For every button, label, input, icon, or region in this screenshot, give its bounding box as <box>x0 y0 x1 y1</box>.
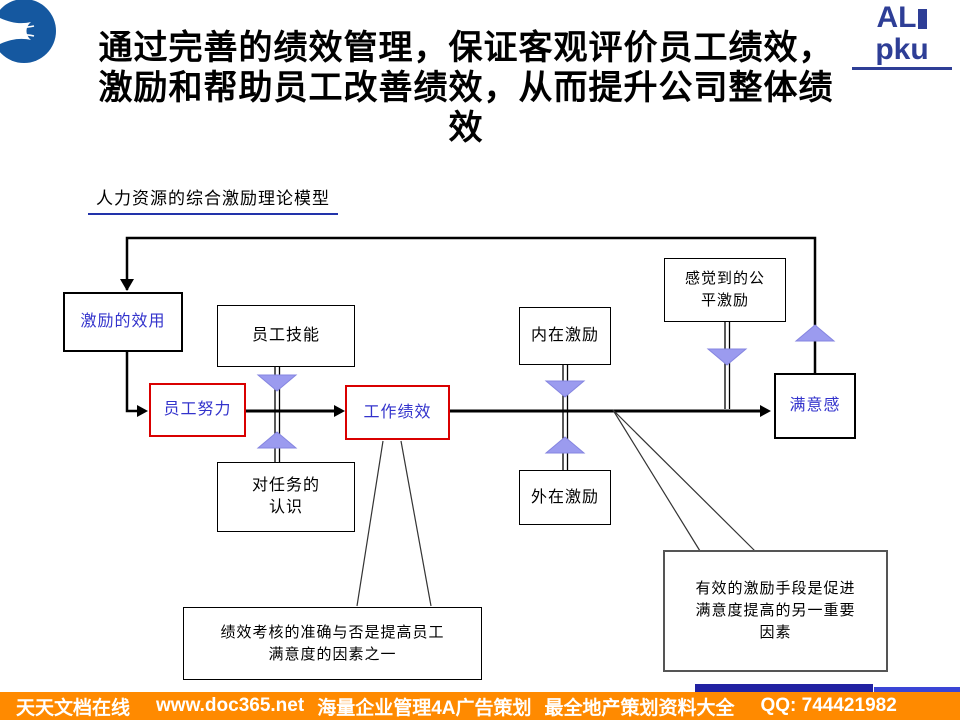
brand-logo: ALpku <box>852 2 952 70</box>
box-job-performance: 工作绩效 <box>345 385 450 440</box>
arrowhead-into-satisfaction <box>760 405 771 417</box>
footer-deco-bar-blue <box>874 687 960 695</box>
company-logo-icon <box>0 0 56 63</box>
callout-line-performance-left <box>356 440 384 607</box>
banner-site-url: www.doc365.net <box>156 695 305 716</box>
box-employee-skill: 员工技能 <box>217 305 355 367</box>
footer-deco-bar-navy <box>695 684 873 692</box>
banner-tagline-2: 最全地产策划资料大全 <box>544 697 735 719</box>
banner-qq-contact: QQ: 744421982 <box>760 695 897 716</box>
note-performance-accuracy: 绩效考核的准确与否是提高员工 满意度的因素之一 <box>183 607 482 680</box>
triangle-down-fair-icon <box>706 348 748 366</box>
box-employee-effort: 员工努力 <box>149 383 246 437</box>
triangle-up-feedback-icon <box>794 324 836 342</box>
triangle-down-intrinsic-icon <box>544 380 586 398</box>
box-satisfaction: 满意感 <box>774 373 856 439</box>
note-effective-incentive: 有效的激励手段是促进 满意度提高的另一重要 因素 <box>663 550 888 672</box>
brand-block-glyph <box>917 9 927 29</box>
triangle-down-skill-icon <box>256 374 298 392</box>
box-incentive-utility: 激励的效用 <box>63 292 183 352</box>
watermark-banner: 天天文档在线 www.doc365.net 海量企业管理4A广告策划 最全地产策… <box>0 692 960 720</box>
banner-site-name: 天天文档在线 <box>16 697 131 719</box>
callout-line-incentive-right <box>612 409 756 552</box>
brand-part1: AL <box>876 1 917 34</box>
box-task-understanding: 对任务的 认识 <box>217 462 355 532</box>
arrowhead-into-job-performance <box>334 405 345 417</box>
arrowhead-into-employee-effort <box>137 405 148 417</box>
arrowhead-down-into-incentive-utility <box>120 279 134 291</box>
triangle-up-extrinsic-icon <box>544 436 586 454</box>
box-extrinsic-incentive: 外在激励 <box>519 470 611 525</box>
callout-line-performance-right <box>400 440 432 607</box>
elbow-line <box>125 352 138 413</box>
callout-line-incentive-left <box>612 409 701 552</box>
triangle-up-task-icon <box>256 431 298 449</box>
slide-title: 通过完善的绩效管理，保证客观评价员工绩效， 激励和帮助员工改善绩效，从而提升公司… <box>98 29 834 147</box>
box-intrinsic-incentive: 内在激励 <box>519 307 611 365</box>
banner-tagline-1: 海量企业管理4A广告策划 <box>317 697 532 719</box>
box-perceived-fair-incentive: 感觉到的公 平激励 <box>664 258 786 322</box>
diagram-heading: 人力资源的综合激励理论模型 <box>88 184 338 215</box>
brand-part2: pku <box>875 33 929 66</box>
